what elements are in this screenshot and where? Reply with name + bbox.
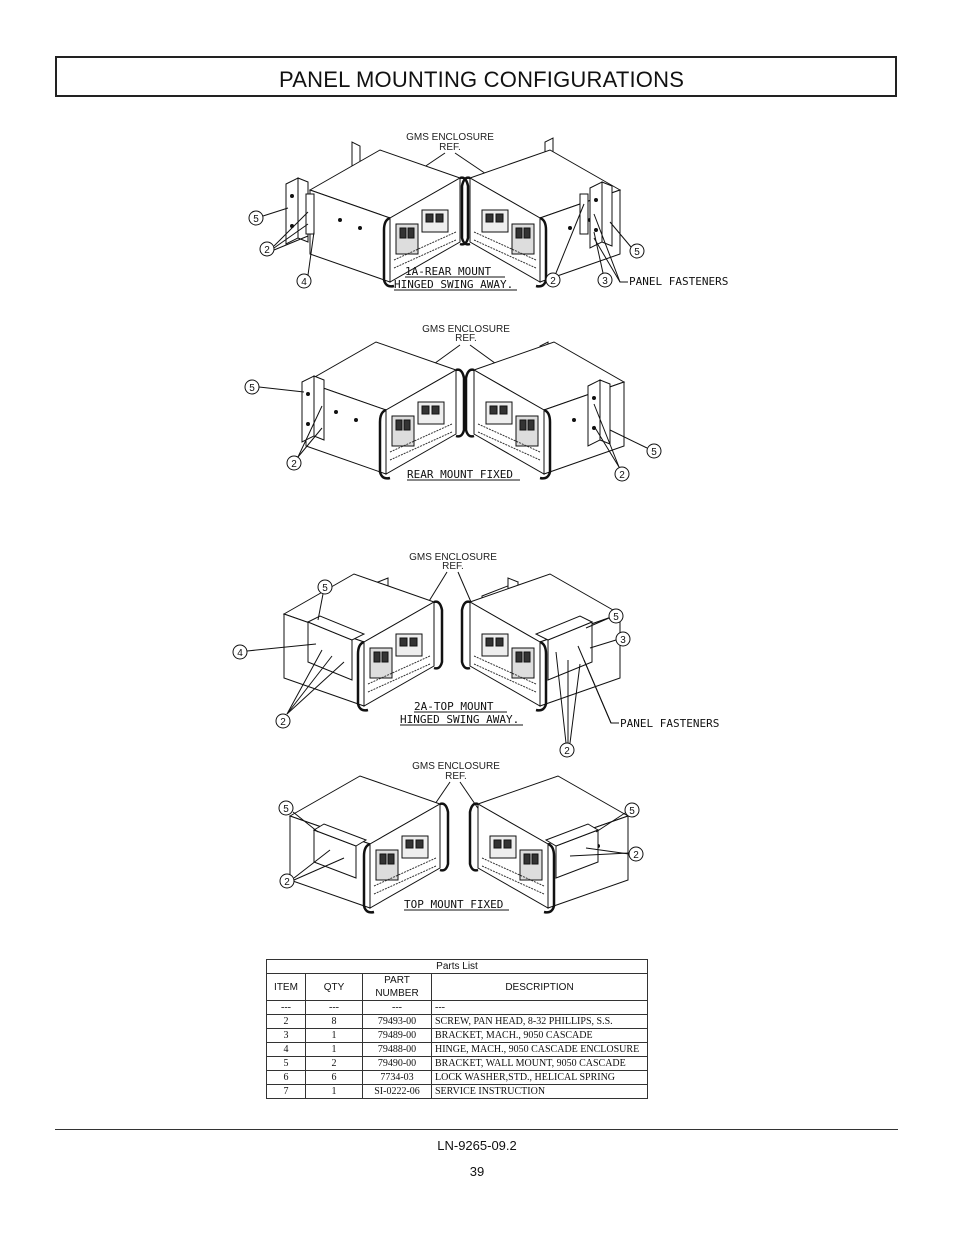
svg-text:5: 5 — [253, 214, 259, 225]
svg-text:3: 3 — [602, 276, 608, 287]
page-title-box: PANEL MOUNTING CONFIGURATIONS — [55, 56, 897, 97]
figure-top-mount-fixed: GMS ENCLOSURE REF. 5 2 5 2 TOP MOUNT FIX… — [278, 761, 644, 914]
fig3-caption-line2: HINGED SWING AWAY. — [400, 713, 519, 726]
svg-text:PANEL FASTENERS: PANEL FASTENERS — [620, 717, 719, 730]
svg-text:5: 5 — [322, 583, 328, 594]
svg-text:REF.: REF. — [442, 561, 464, 572]
col-part-number: PART NUMBER — [362, 973, 432, 1001]
table-row: ------------ — [266, 1000, 648, 1015]
table-header-row: ITEM QTY PART NUMBER DESCRIPTION — [266, 973, 648, 1001]
parts-list-caption: Parts List — [266, 959, 648, 974]
parts-list-table: Parts List ITEM QTY PART NUMBER DESCRIPT… — [266, 959, 648, 1099]
col-description: DESCRIPTION — [431, 973, 648, 1001]
figure-rear-mount-hinged: GMS ENCLOSURE REF. 5 2 4 2 3 5 PANEL FAS… — [248, 132, 728, 291]
figure-rear-mount-fixed: GMS ENCLOSURE REF. 5 2 5 2 REAR MOUNT FI… — [244, 324, 662, 482]
page-number: 39 — [469, 1164, 485, 1179]
fig3-caption-line1: 2A-TOP MOUNT — [414, 700, 494, 713]
svg-text:2: 2 — [291, 459, 297, 470]
col-qty: QTY — [305, 973, 363, 1001]
svg-text:2: 2 — [619, 470, 625, 481]
svg-text:5: 5 — [283, 804, 289, 815]
svg-text:4: 4 — [301, 277, 307, 288]
svg-text:5: 5 — [651, 447, 657, 458]
footer-divider — [55, 1129, 898, 1130]
svg-text:GMS ENCLOSURE: GMS ENCLOSURE — [412, 761, 500, 772]
enclosure-ref-label-2: REF. — [439, 142, 461, 153]
figure-top-mount-hinged: GMS ENCLOSURE REF. 5 4 2 5 3 PANEL FASTE… — [232, 552, 719, 758]
svg-text:REF.: REF. — [455, 333, 477, 344]
svg-text:4: 4 — [237, 648, 243, 659]
page-title: PANEL MOUNTING CONFIGURATIONS — [279, 67, 685, 92]
svg-text:3: 3 — [620, 635, 626, 646]
panel-fasteners-label: PANEL FASTENERS — [629, 275, 728, 288]
svg-text:5: 5 — [249, 383, 255, 394]
svg-text:2: 2 — [550, 276, 556, 287]
svg-text:GMS ENCLOSURE: GMS ENCLOSURE — [422, 324, 510, 335]
enclosure-ref-label-1: GMS ENCLOSURE — [406, 132, 494, 143]
svg-text:2: 2 — [284, 877, 290, 888]
svg-text:REF.: REF. — [445, 771, 467, 782]
svg-text:5: 5 — [629, 806, 635, 817]
fig1-caption-line1: 1A-REAR MOUNT — [405, 265, 491, 278]
fig1-caption-line2: HINGED SWING AWAY. — [394, 278, 513, 291]
svg-text:5: 5 — [634, 247, 640, 258]
svg-text:2: 2 — [564, 746, 570, 757]
svg-text:2: 2 — [633, 850, 639, 861]
svg-text:2: 2 — [264, 245, 270, 256]
svg-text:5: 5 — [613, 612, 619, 623]
document-number: LN-9265-09.2 — [437, 1138, 517, 1153]
svg-text:GMS ENCLOSURE: GMS ENCLOSURE — [409, 552, 497, 563]
fig4-caption: TOP MOUNT FIXED — [404, 898, 503, 911]
col-item: ITEM — [266, 973, 306, 1001]
svg-text:2: 2 — [280, 717, 286, 728]
fig2-caption: REAR MOUNT FIXED — [407, 468, 513, 481]
